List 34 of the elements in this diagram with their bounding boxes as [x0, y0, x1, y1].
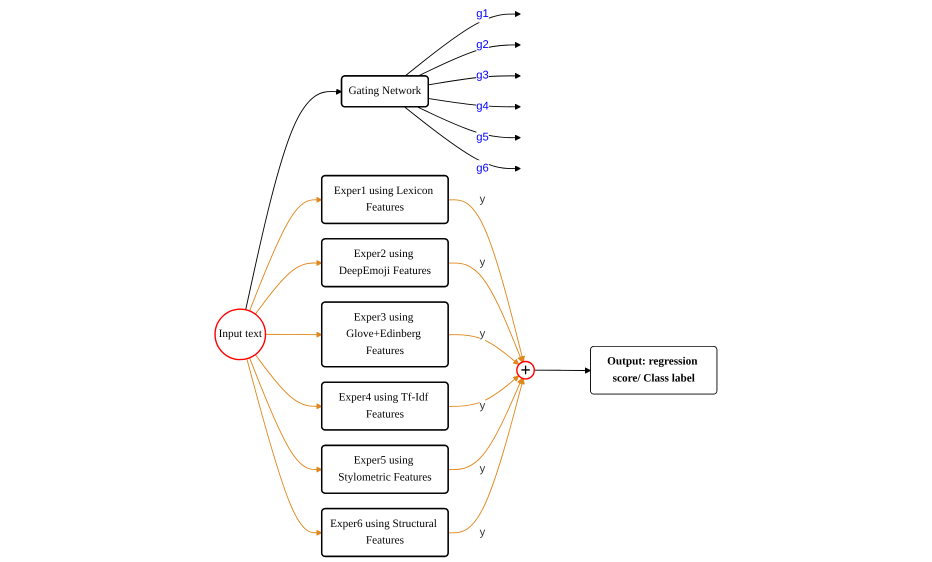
arrow: [428, 98, 521, 110]
node-circle: +: [516, 360, 535, 380]
arrow: [404, 10, 521, 77]
edge-label: y: [480, 400, 486, 412]
node-circle: Input text: [214, 308, 266, 360]
arrow: [428, 72, 521, 86]
arrow: [448, 376, 520, 407]
arrow: [417, 106, 521, 141]
arrow: [417, 42, 521, 77]
arrow: [249, 196, 322, 312]
edge-label: g6: [476, 162, 489, 174]
arrow: [265, 332, 322, 338]
edge-label: y: [480, 526, 486, 538]
edge-label: g1: [476, 8, 489, 20]
edge-label: g3: [476, 70, 489, 82]
arrow: [534, 367, 592, 374]
arrow: [448, 334, 520, 365]
edge-label: g5: [476, 131, 489, 144]
arrow: [254, 260, 322, 315]
arrow: [249, 357, 322, 473]
edge-label: g2: [476, 38, 489, 51]
arrow: [245, 88, 342, 310]
arrow: [246, 358, 322, 536]
arrow: [448, 262, 524, 362]
arrow: [448, 378, 525, 534]
arrow: [404, 106, 521, 172]
arrow: [448, 199, 526, 362]
edge-label: y: [480, 256, 486, 268]
edge-label: g4: [476, 100, 489, 112]
edge-label: y: [480, 193, 486, 206]
arrow: [448, 378, 523, 470]
edge-label: y: [480, 462, 486, 475]
arrow: [254, 354, 322, 410]
edge-label: y: [480, 328, 486, 340]
